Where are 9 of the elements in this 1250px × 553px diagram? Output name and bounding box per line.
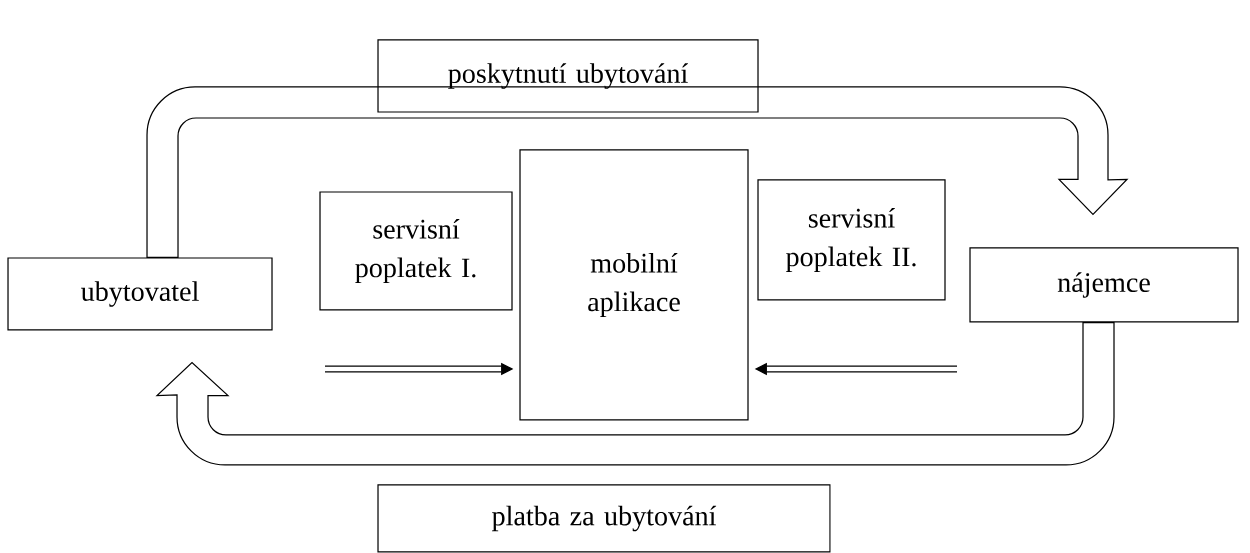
entity-box: ubytovatel [7,257,273,331]
hollow-arrow [146,86,1128,258]
entity-box: nájemce [969,247,1239,323]
label-box: platba za ubytování [377,484,831,553]
entity-box: mobilní aplikace [519,149,749,421]
entity-box: servisní poplatek I. [319,191,513,311]
hollow-arrow [156,322,1115,466]
entity-box: servisní poplatek II. [757,179,946,301]
label-box: poskytnutí ubytování [377,39,759,113]
